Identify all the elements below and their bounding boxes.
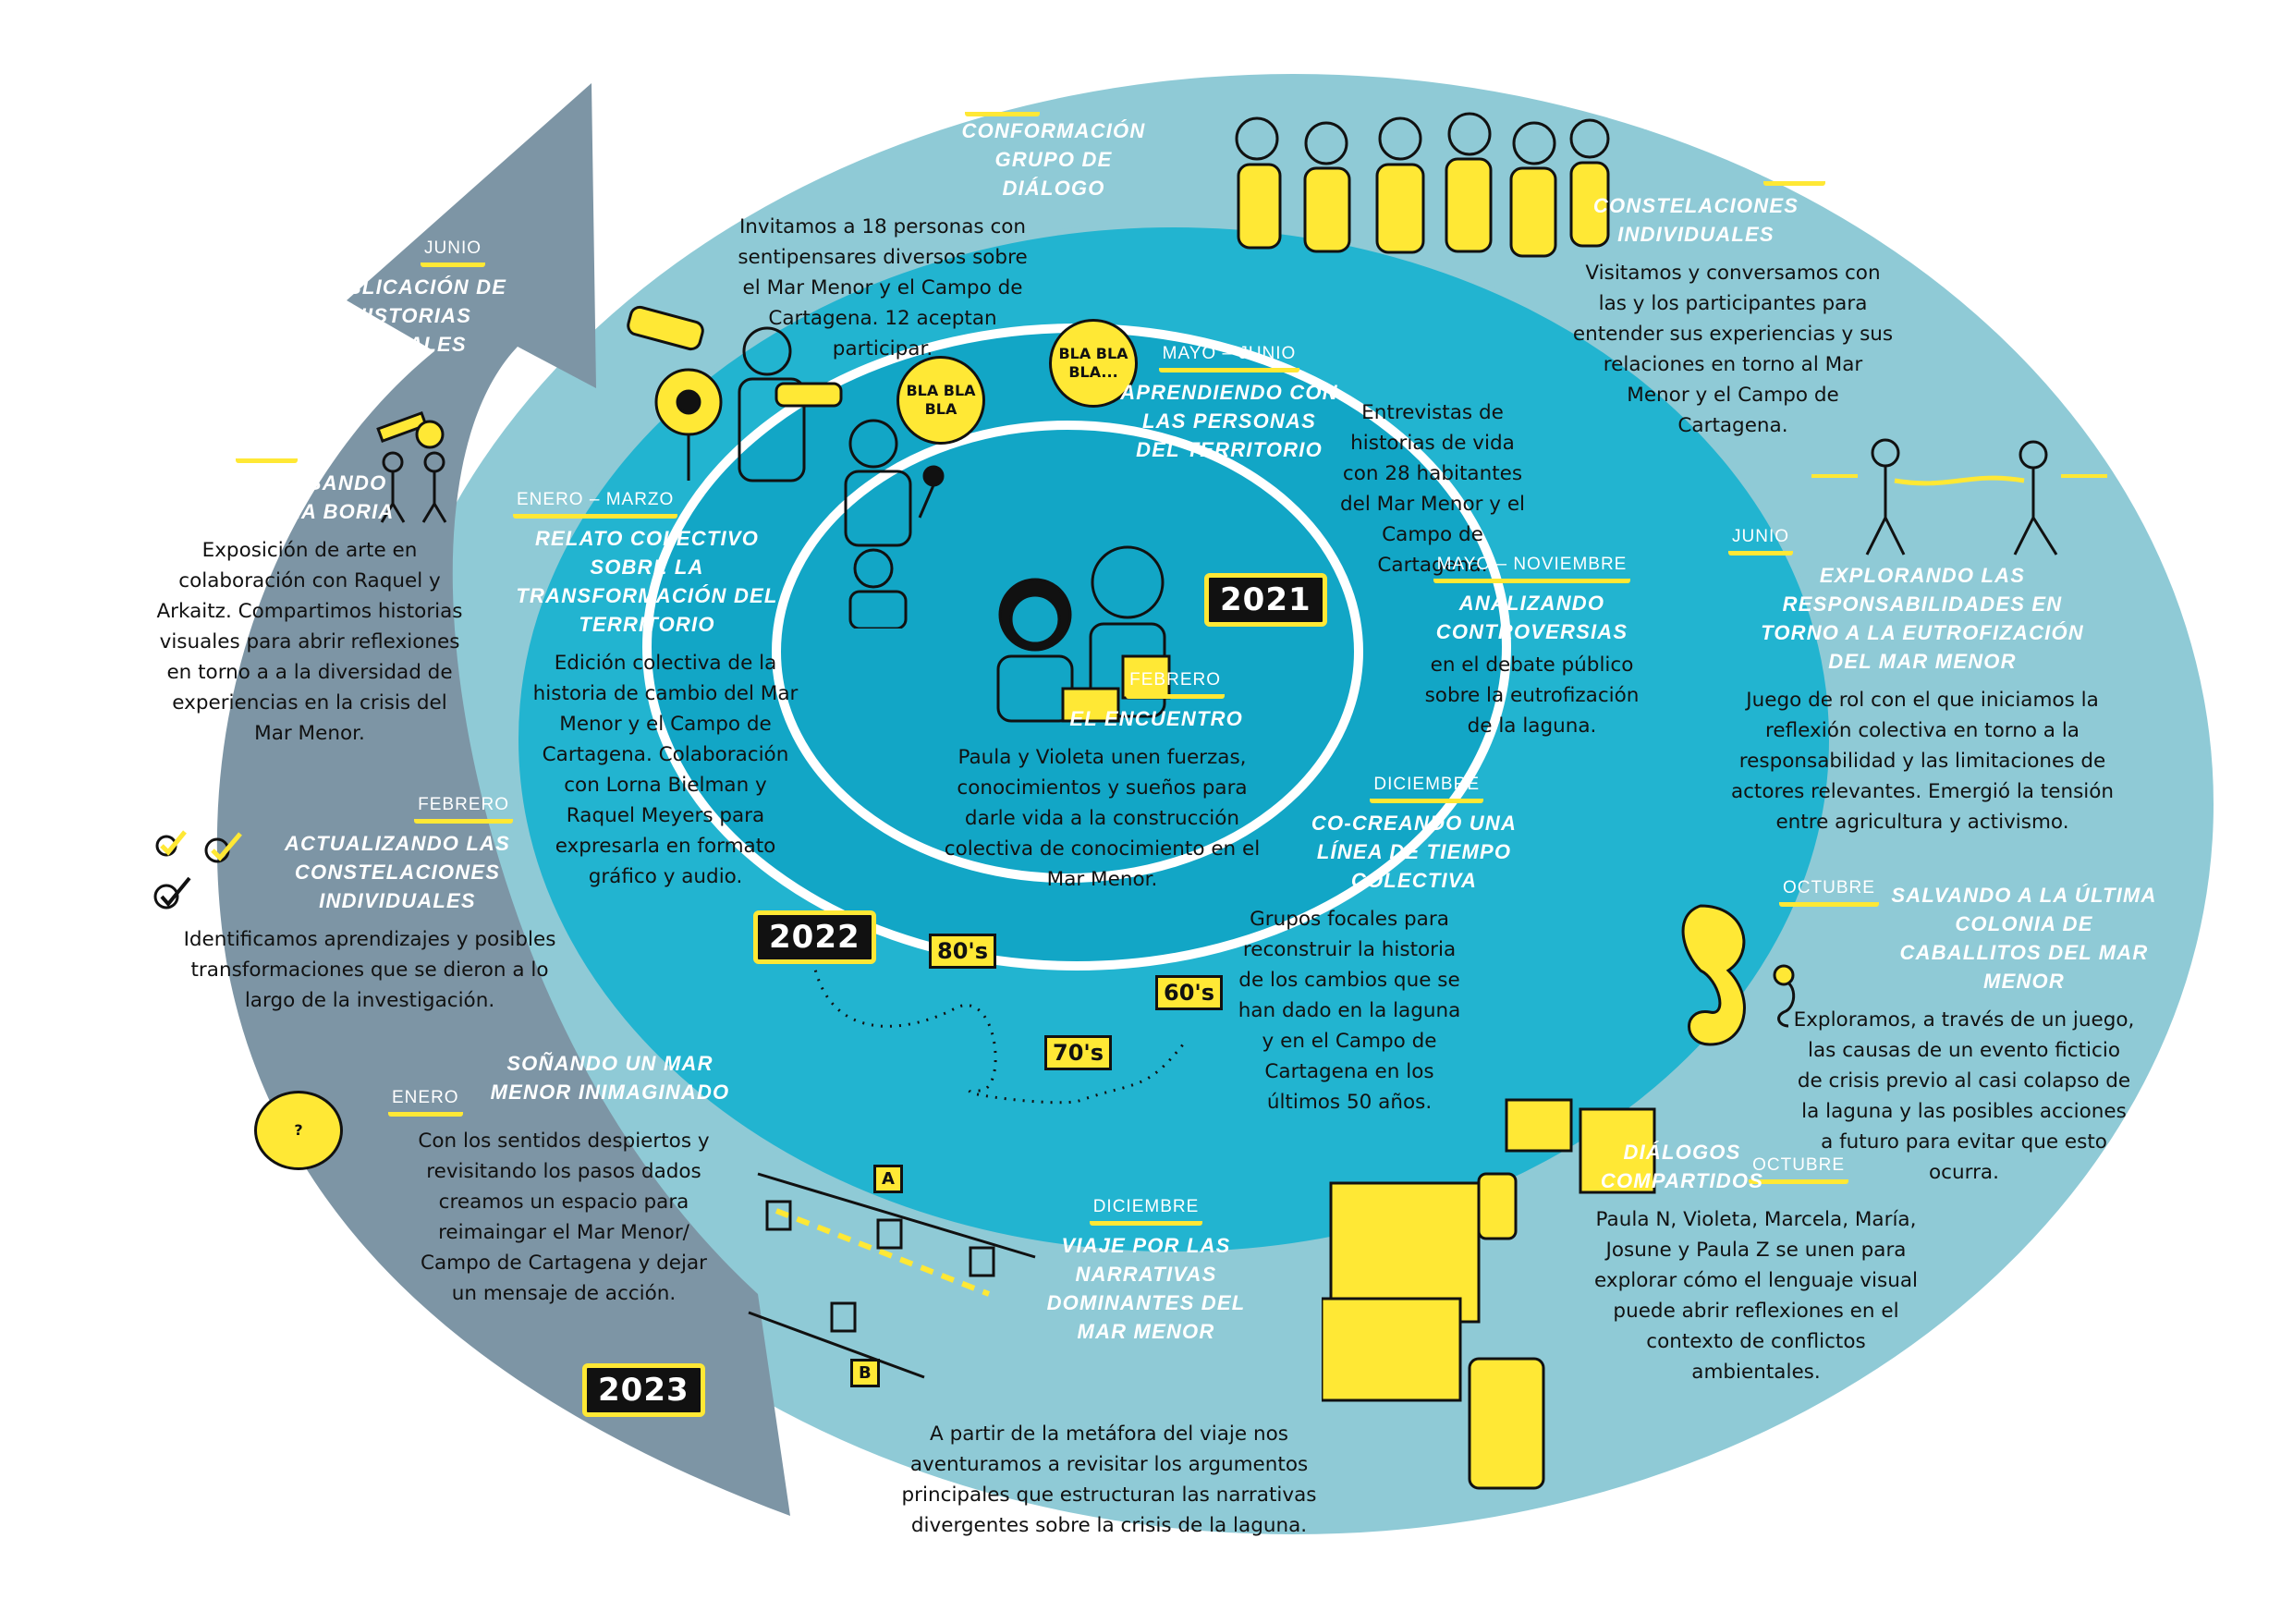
event-sonando: SOÑANDO UN MAR MENOR INIMAGINADO ENERO C… xyxy=(388,1049,739,1309)
event-text: Juego de rol con el que iniciamos la ref… xyxy=(1730,689,2115,834)
event-actualizando: FEBRERO ACTUALIZANDO LAS CONSTELACIONES … xyxy=(166,795,601,1016)
event-text: Edición colectiva de la historia de camb… xyxy=(532,652,799,888)
month-tag: ENERO – MARZO xyxy=(513,490,678,519)
binoculars-illustration xyxy=(627,305,843,482)
event-aprendiendo-text: Entrevistas de historias de vida con 28 … xyxy=(1331,388,1534,580)
event-text: Paula y Violeta unen fuerzas, conocimien… xyxy=(944,746,1261,891)
event-title: VIAJE POR LAS NARRATIVAS DOMINANTES DEL … xyxy=(1046,1234,1246,1343)
sign-a: A xyxy=(873,1165,903,1193)
sign-70s: 70's xyxy=(1044,1035,1113,1070)
separator-2 xyxy=(513,222,1835,1257)
event-title: EXPLORANDO LAS RESPONSABILIDADES EN TORN… xyxy=(1761,564,2084,673)
seahorse-illustration xyxy=(1681,904,1796,1046)
event-publicacion: JUNIO PUBLICACIÓN DE HISTORIAS VISUALES xyxy=(310,238,513,359)
question-cloud-icon: ? xyxy=(254,1091,343,1170)
month-tag: MAYO xyxy=(1763,157,1825,186)
event-analizando: MAYO – NOVIEMBRE ANALIZANDO CONTROVERSIA… xyxy=(1409,555,1654,741)
encuentro-illustration xyxy=(996,545,1171,723)
year-2023-tag: 2023 xyxy=(582,1363,705,1417)
month-tag: OCTUBRE xyxy=(1779,878,1879,907)
month-tag: MAYO – JUNIO xyxy=(1158,344,1300,372)
event-title: SALVANDO A LA ÚLTIMA COLONIA DE CABALLIT… xyxy=(1891,884,2157,993)
event-title: ANALIZANDO CONTROVERSIAS xyxy=(1435,592,1628,643)
event-encuentro: FEBRERO EL ENCUENTRO Paula y Violeta une… xyxy=(943,670,1262,895)
event-title: EL ENCUENTRO xyxy=(1069,707,1243,730)
year-2022-tag: 2022 xyxy=(753,910,876,964)
month-tag: MAYO – NOVIEMBRE xyxy=(1433,555,1631,583)
event-text: Grupos focales para reconstruir la histo… xyxy=(1238,908,1461,1114)
event-text: en el debate público sobre la eutrofizac… xyxy=(1424,653,1640,738)
month-tag: FEBRERO xyxy=(1126,670,1225,699)
event-text: Invitamos a 18 personas con sentipensare… xyxy=(738,215,1028,360)
event-conformacion: ENERO CONFORMACIÓN GRUPO DE DIÁLOGO Invi… xyxy=(730,88,1144,364)
event-cocreando: DICIEMBRE CO-CREANDO UNA LÍNEA DE TIEMPO… xyxy=(1192,775,1516,1117)
event-conversando: MAYO CONVERSANDO ENTRE LA BORIA Exposici… xyxy=(152,434,467,749)
speech-bubble-2: BLA BLA BLA... xyxy=(1049,319,1138,408)
video-call-illustration xyxy=(1322,1098,1656,1490)
event-title: SOÑANDO UN MAR MENOR INIMAGINADO xyxy=(490,1052,730,1104)
event-text: Exploramos, a través de un juego, las ca… xyxy=(1793,1008,2135,1184)
year-2021-tag: 2021 xyxy=(1204,573,1327,627)
month-tag: DICIEMBRE xyxy=(1089,1197,1203,1226)
event-constelaciones: MAYO CONSTELACIONES INDIVIDUALES Visitam… xyxy=(1571,157,1895,441)
sign-b: B xyxy=(850,1359,880,1387)
month-tag: ENERO xyxy=(388,1088,463,1117)
event-title: DIÁLOGOS COMPARTIDOS xyxy=(1600,1141,1764,1192)
timeline-path xyxy=(811,960,1185,1105)
event-text: A partir de la metáfora del viaje nos av… xyxy=(901,1423,1317,1537)
table-journey-illustration xyxy=(748,1172,1036,1379)
group-of-people-illustration xyxy=(1235,112,1610,258)
event-text: Visitamos y conversamos con las y los pa… xyxy=(1572,262,1894,437)
event-title: PUBLICACIÓN DE HISTORIAS VISUALES xyxy=(315,275,507,356)
inner-circle xyxy=(772,421,1363,883)
month-tag: FEBRERO xyxy=(414,795,513,824)
month-tag: JUNIO xyxy=(421,238,485,267)
event-title: CO-CREANDO UNA LÍNEA DE TIEMPO COLECTIVA xyxy=(1311,812,1518,892)
tug-of-war-illustration xyxy=(1811,438,2107,556)
event-viaje-text: A partir de la metáfora del viaje nos av… xyxy=(878,1410,1340,1541)
event-title: CONFORMACIÓN GRUPO DE DIÁLOGO xyxy=(961,119,1146,200)
event-aprendiendo: MAYO – JUNIO APRENDIENDO CON LAS PERSONA… xyxy=(1118,344,1340,464)
walking-people-illustration xyxy=(376,410,447,523)
event-explorando: JUNIO EXPLORANDO LAS RESPONSABILIDADES E… xyxy=(1719,527,2126,837)
sign-60s: 60's xyxy=(1155,975,1224,1010)
interview-illustration xyxy=(844,419,945,629)
month-tag: DICIEMBRE xyxy=(1370,775,1483,803)
month-tag: JUNIO xyxy=(1728,527,1793,556)
event-title: CONSTELACIONES INDIVIDUALES xyxy=(1592,194,1799,246)
month-tag: MAYO xyxy=(236,434,298,463)
event-relato: ENERO – MARZO RELATO COLECTIVO SOBRE LA … xyxy=(504,490,818,892)
event-title: CONVERSANDO ENTRE LA BORIA xyxy=(206,471,395,523)
event-text: Con los sentidos despiertos y revisitand… xyxy=(418,1129,710,1305)
event-text: Identificamos aprendizajes y posibles tr… xyxy=(183,928,556,1012)
event-salvando: OCTUBRE SALVANDO A LA ÚLTIMA COLONIA DE … xyxy=(1775,878,2163,1188)
event-text: Entrevistas de historias de vida con 28 … xyxy=(1339,401,1526,577)
event-title: RELATO COLECTIVO SOBRE LA TRANSFORMACIÓN… xyxy=(516,527,778,636)
speech-bubble-1: BLA BLA BLA xyxy=(896,356,985,445)
month-tag: OCTUBRE xyxy=(1749,1155,1848,1184)
event-title: APRENDIENDO CON LAS PERSONAS DEL TERRITO… xyxy=(1120,381,1338,461)
event-text: Paula N, Violeta, Marcela, María, Josune… xyxy=(1594,1208,1918,1384)
event-viaje: DICIEMBRE VIAJE POR LAS NARRATIVAS DOMIN… xyxy=(1035,1197,1257,1346)
arrow-2023 xyxy=(216,83,790,1516)
sign-80s: 80's xyxy=(929,934,997,969)
event-title: ACTUALIZANDO LAS CONSTELACIONES INDIVIDU… xyxy=(284,832,511,912)
event-text: Exposición de arte en colaboración con R… xyxy=(156,539,463,745)
month-tag: ENERO xyxy=(965,88,1040,116)
checkmark-icon xyxy=(153,830,242,910)
event-dialogos: OCTUBRE DIÁLOGOS COMPARTIDOS Paula N, Vi… xyxy=(1553,1141,1950,1387)
